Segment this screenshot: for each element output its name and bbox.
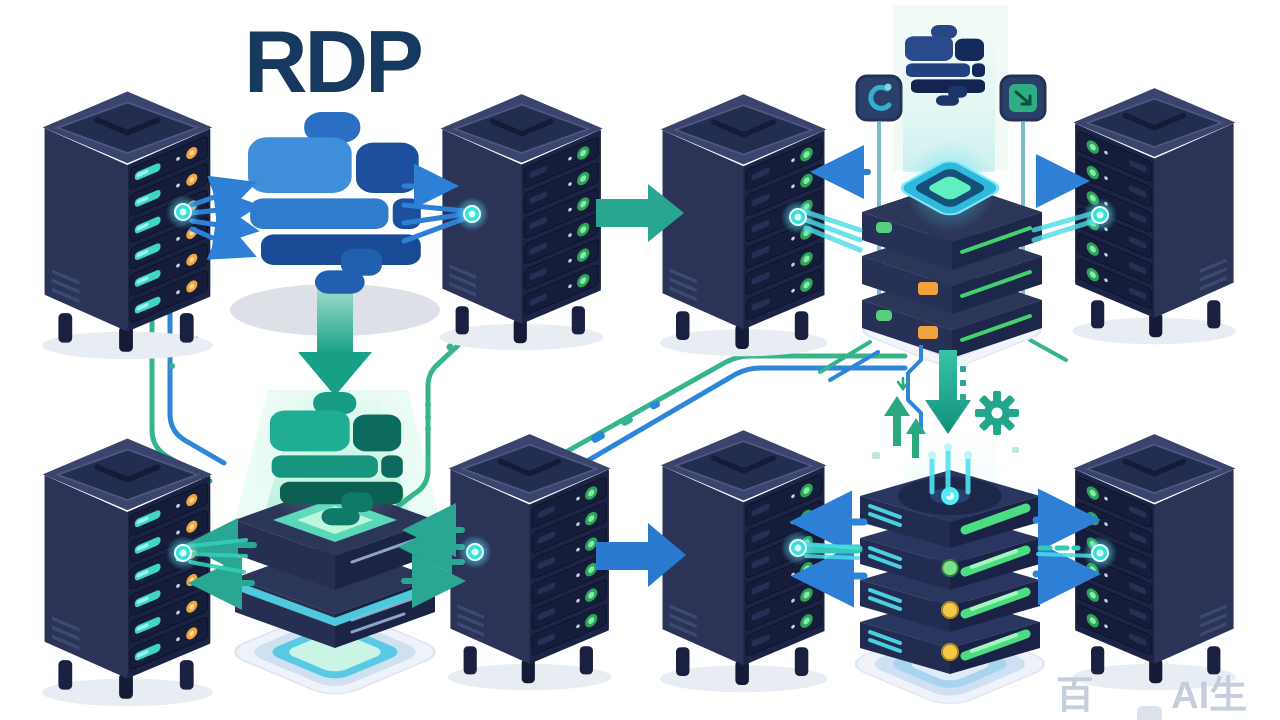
python-logo-blue (248, 112, 421, 294)
watermark: 百度 AI生成 (1056, 664, 1280, 720)
glow-node (454, 196, 490, 232)
green-down-arrow (298, 284, 372, 396)
circuit-trace-cross-blue (555, 365, 908, 481)
up-arrows-icon (884, 376, 926, 458)
signpost-export-icon (999, 74, 1047, 122)
glow-node (780, 530, 816, 566)
server-stack-bottom-right (854, 443, 1046, 704)
stack-units (860, 470, 1040, 674)
signpost-refresh-icon (855, 74, 903, 122)
watermark-suffix: AI生成 (1171, 675, 1248, 717)
watermark-brand: 百度 (1056, 675, 1095, 717)
server-stack-bottom-left (233, 375, 437, 695)
circuit-trace-left-blue (167, 303, 227, 466)
gear-icon (975, 391, 1019, 435)
antenna-lines (929, 447, 971, 497)
stack-unit (862, 182, 1042, 358)
vertical-data-link (906, 345, 971, 434)
big-teal-right-arrow (596, 184, 684, 242)
glow-node (1082, 535, 1118, 571)
down-arrow-icon (925, 350, 971, 434)
glow-node (780, 199, 816, 235)
server-stack-top-right (855, 25, 1047, 366)
rdp-title: RDP (244, 12, 424, 111)
server-tower-bottom-left (42, 438, 213, 706)
watermark-logo-icon (1137, 706, 1163, 720)
big-blue-right-arrow (596, 523, 686, 587)
glow-node (457, 534, 493, 570)
glow-node (165, 535, 201, 571)
circuit-trace-platform-1 (818, 340, 872, 374)
glow-node (165, 194, 201, 230)
circuit-trace-platform-2 (828, 350, 880, 382)
hologram-cube (900, 160, 1000, 216)
circuit-trace-platform-3 (1028, 338, 1068, 362)
glow-node (1082, 197, 1118, 233)
